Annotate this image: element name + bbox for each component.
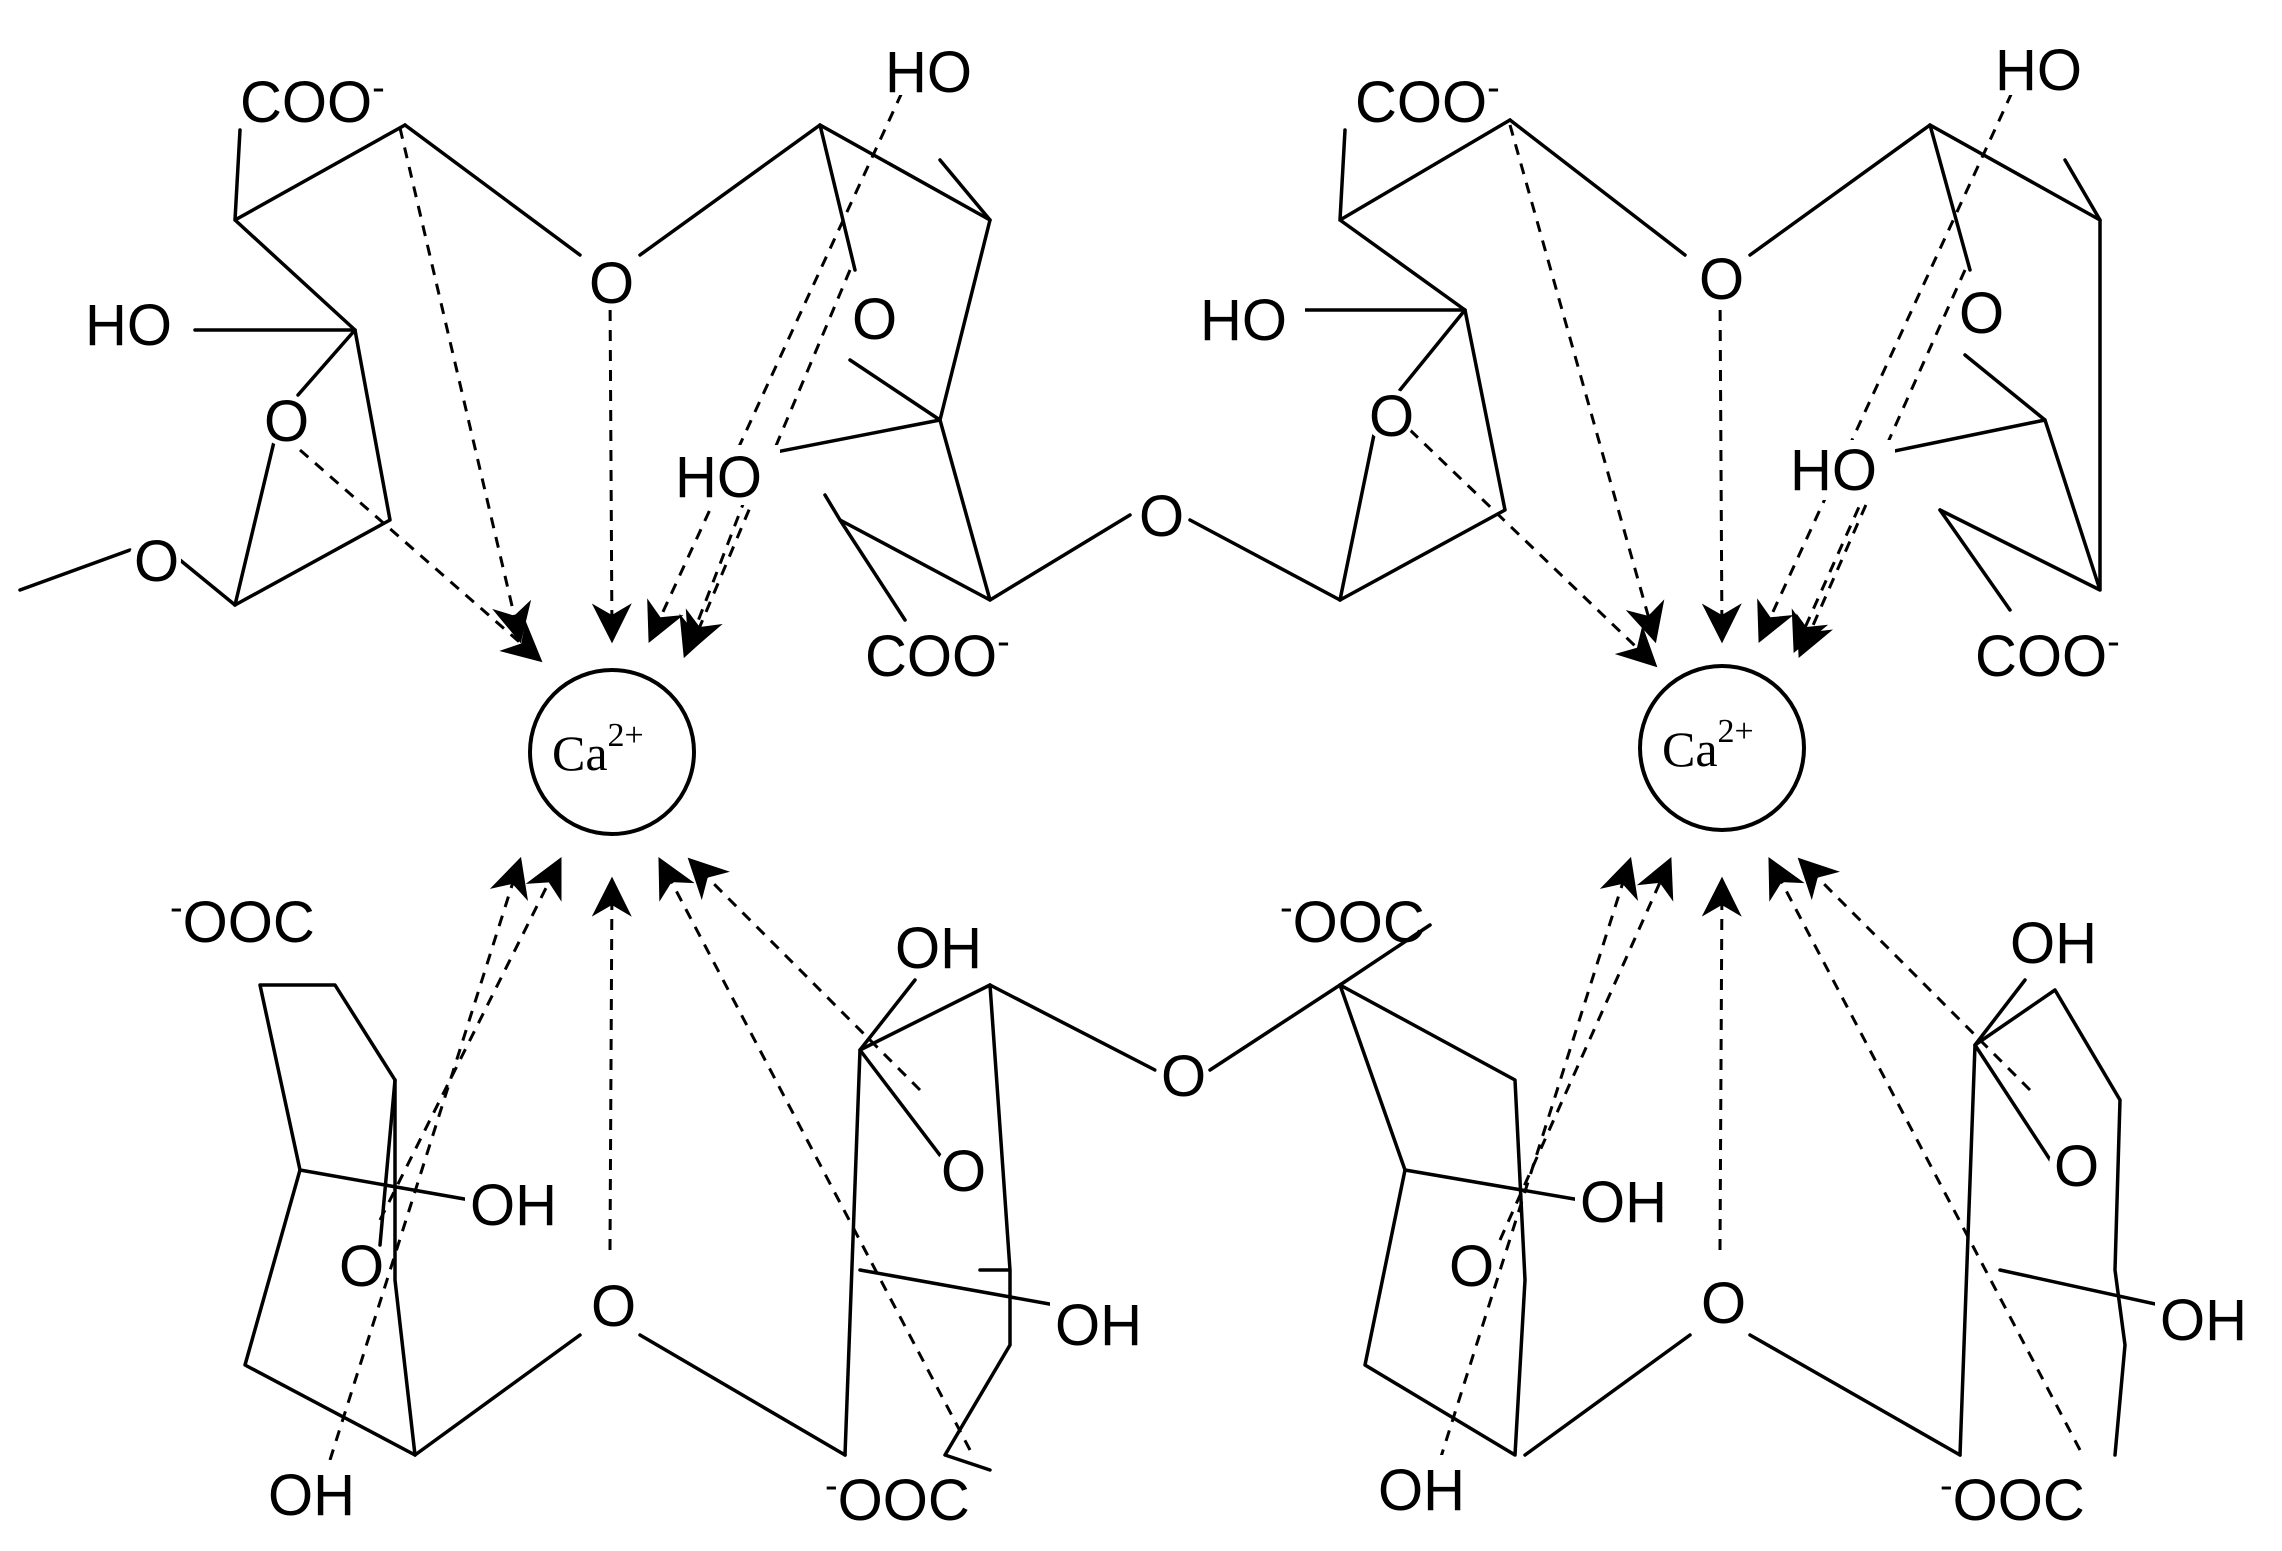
hydroxyl-group: HO <box>1200 288 1287 353</box>
hydroxyl-group: OH <box>1055 1293 1142 1358</box>
calcium-ion-left: Ca2+ <box>528 668 696 836</box>
carboxylate-group: -OOC <box>170 887 315 955</box>
hydroxyl-group: HO <box>1790 438 1877 503</box>
oxygen-atom: O <box>589 251 634 316</box>
oxygen-atom: O <box>1699 247 1744 312</box>
oxygen-atom: O <box>852 287 897 352</box>
hydroxyl-group: OH <box>268 1463 355 1528</box>
carboxylate-group: -OOC <box>825 1465 970 1533</box>
carboxylate-group: -OOC <box>1940 1465 2085 1533</box>
carboxylate-groups: COO- COO- COO- COO- -OOC -OOC -OOC -OOC <box>170 67 2120 1533</box>
oxygen-atom: O <box>1959 281 2004 346</box>
top-chain-bonds <box>18 118 2102 622</box>
oxygen-atom: O <box>1701 1271 1746 1336</box>
oxygen-atom: O <box>2054 1134 2099 1199</box>
hydroxyl-group: HO <box>1995 38 2082 103</box>
oxygen-atom: O <box>591 1274 636 1339</box>
carboxylate-group: COO- <box>240 67 385 135</box>
hydroxyl-group: OH <box>2160 1288 2247 1353</box>
oxygen-atom: O <box>339 1234 384 1299</box>
calcium-ion-right: Ca2+ <box>1638 664 1806 832</box>
oxygen-atom: O <box>134 529 179 594</box>
svg-text:Ca2+: Ca2+ <box>1662 713 1754 777</box>
hydroxyl-group: OH <box>470 1173 557 1238</box>
bottom-chain-bonds <box>243 923 2162 1472</box>
hydroxyl-group: OH <box>1378 1458 1465 1523</box>
hydroxyl-group: HO <box>85 293 172 358</box>
oxygen-atom: O <box>264 389 309 454</box>
hydroxyl-group: HO <box>675 445 762 510</box>
hydroxyl-group: OH <box>2010 911 2097 976</box>
hydroxyl-group: OH <box>1580 1170 1667 1235</box>
oxygen-atom: O <box>1139 484 1184 549</box>
oxygen-atom: O <box>1369 384 1414 449</box>
oxygen-atom: O <box>1449 1234 1494 1299</box>
carboxylate-group: COO- <box>1355 67 1500 135</box>
oxygen-atom: O <box>941 1139 986 1204</box>
svg-text:Ca2+: Ca2+ <box>552 717 644 781</box>
carboxylate-group: COO- <box>865 621 1010 689</box>
carboxylate-group: -OOC <box>1280 887 1425 955</box>
oxygen-atom: O <box>1161 1044 1206 1109</box>
hydroxyl-group: HO <box>885 40 972 105</box>
hydroxyl-groups: HO HO HO HO HO HO OH OH OH OH OH OH OH O… <box>80 35 2265 1528</box>
oxygen-atoms: O O O O O O O O O O O O O O O <box>129 247 2101 1339</box>
hydroxyl-group: OH <box>895 916 982 981</box>
carboxylate-group: COO- <box>1975 621 2120 689</box>
